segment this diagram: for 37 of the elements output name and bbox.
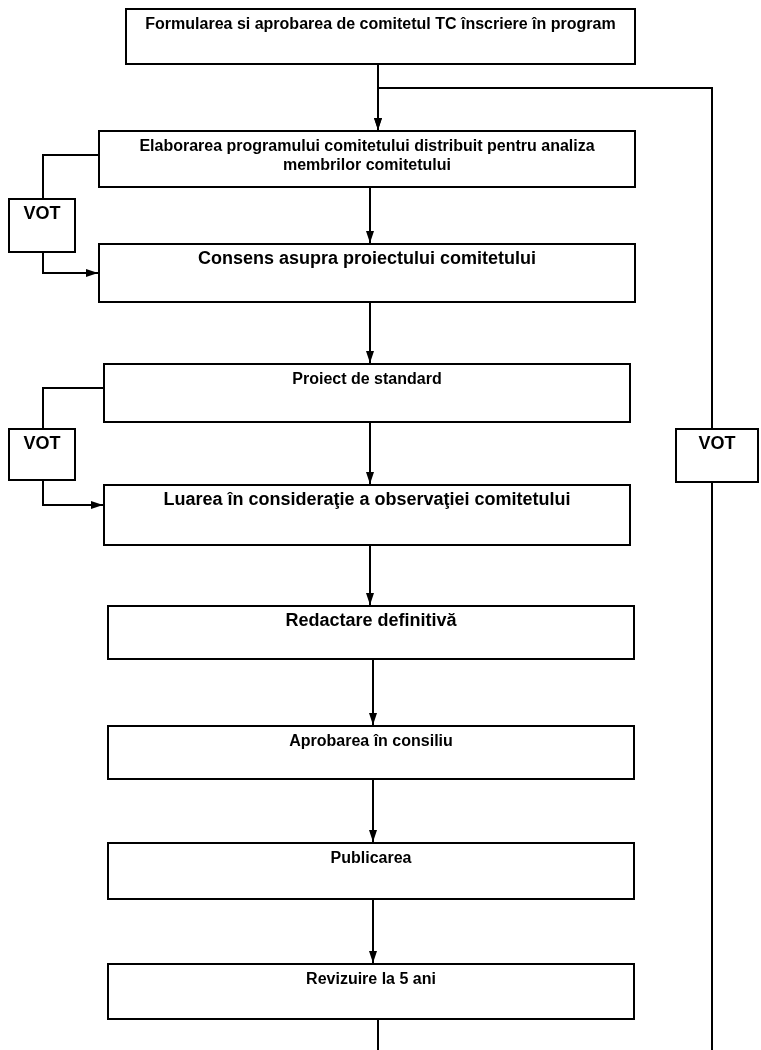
box-label: Luarea în consideraţie a observaţiei comitetului: [162, 490, 572, 509]
box-label: Formularea si aprobarea de comitetul TC înscriere în program: [144, 14, 617, 33]
arrow: [369, 899, 377, 964]
box-label: Publicarea: [329, 848, 413, 867]
connector-line: [42, 154, 99, 199]
vote-box: [8, 428, 76, 481]
process-box: [103, 363, 631, 423]
arrow: [366, 422, 374, 485]
process-box: [103, 484, 631, 546]
box-label: Elaborarea programului comitetului distribuit pentru analiza membrilor comitetului: [138, 136, 596, 174]
process-box: [107, 963, 635, 1020]
arrow: [366, 302, 374, 364]
vote-box: [675, 428, 759, 483]
connector-line: [42, 387, 104, 429]
process-box: [107, 842, 635, 900]
box-label: Aprobarea în consiliu: [288, 731, 454, 750]
process-box: [107, 725, 635, 780]
arrow: [366, 545, 374, 606]
box-label: Proiect de standard: [291, 369, 443, 388]
process-box: [125, 8, 636, 65]
process-box: [98, 243, 636, 303]
box-label: Redactare definitivă: [284, 611, 458, 630]
arrow: [366, 187, 374, 244]
process-box: [98, 130, 636, 188]
process-box: [107, 605, 635, 660]
box-label: Revizuire la 5 ani: [305, 969, 437, 988]
box-label: Consens asupra proiectului comitetului: [196, 249, 538, 268]
arrow: [374, 87, 713, 429]
arrow: [42, 252, 99, 277]
connector-line: [377, 482, 713, 1050]
box-label: VOT: [22, 204, 62, 223]
arrow: [369, 659, 377, 726]
arrow: [369, 779, 377, 843]
vote-box: [8, 198, 76, 253]
arrow: [42, 480, 104, 509]
box-label: VOT: [22, 434, 62, 453]
box-label: VOT: [697, 434, 737, 453]
